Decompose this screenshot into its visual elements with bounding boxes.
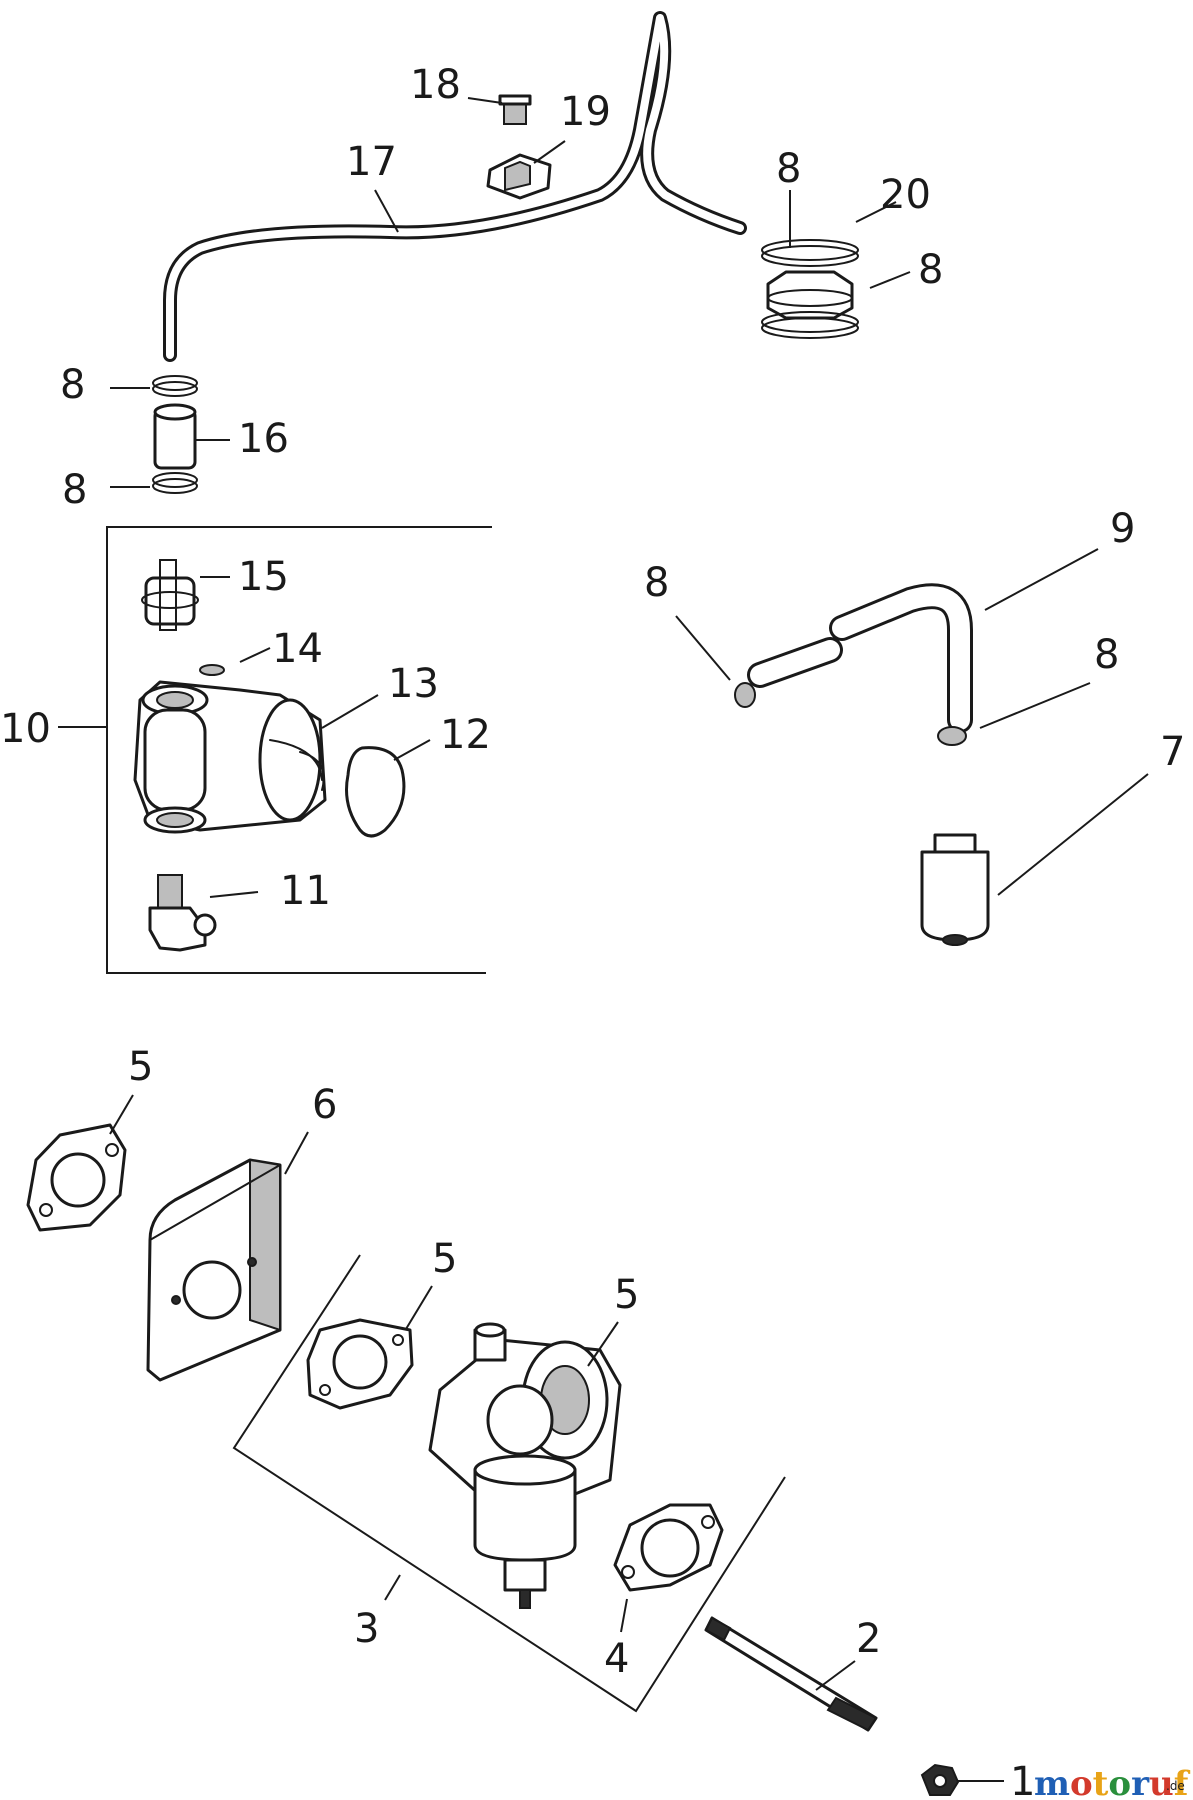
carburetor [428,1322,622,1609]
callout-8-left-lower: 8 [62,467,87,513]
clamp-8-upper [152,375,198,397]
callout-8-top-right: 8 [918,247,943,293]
callout-5-middle: 5 [432,1236,457,1282]
fuel-filter-7 [920,833,990,946]
nut-1 [920,1763,960,1796]
callout-8-left-upper: 8 [60,362,85,408]
callout-17: 17 [346,139,397,185]
fitting-18 [498,94,532,125]
valve-15 [141,559,199,631]
motoruf-logo: motoruf .de [1034,1764,1191,1800]
fuel-line-17 [163,11,747,362]
fuel-pump-13 [133,680,327,834]
sleeve-20 [761,239,859,339]
pump-group-frame [106,526,492,974]
stud-2 [704,1616,878,1732]
gasket-5-middle [306,1318,414,1410]
bracket-19 [486,153,552,200]
screw-14 [199,664,225,676]
gasket-4 [613,1503,724,1592]
callout-11: 11 [280,868,331,914]
callout-7: 7 [1160,729,1185,775]
callout-3: 3 [354,1606,379,1652]
leader-lines [58,97,1149,1782]
callout-18: 18 [410,62,461,108]
clamp-8-line9-left [734,682,756,708]
clamp-8-lower [152,472,198,494]
fuel-line-9 [747,583,973,733]
logo-suffix: .de [1166,1779,1185,1793]
callout-5-carburetor: 5 [614,1272,639,1318]
callout-14: 14 [272,626,323,672]
callout-20: 20 [880,172,931,218]
callout-8-line9-left: 8 [644,560,669,606]
callout-9: 9 [1110,506,1135,552]
callout-16: 16 [238,416,289,462]
filter-16 [153,403,197,470]
carburetor-group-frame [232,1254,786,1713]
heat-shield-6 [146,1158,282,1382]
callout-8-line9-right: 8 [1094,632,1119,678]
callout-10: 10 [0,706,51,752]
callout-15: 15 [238,554,289,600]
logo-wordmark: motoruf [1034,1764,1191,1800]
callout-2: 2 [856,1616,881,1662]
elbow-fitting-11 [148,874,217,952]
callout-12: 12 [440,712,491,758]
clamp-8-line9-right [937,726,967,746]
callout-1: 1 [1010,1759,1035,1800]
callout-5-left: 5 [128,1044,153,1090]
callout-4: 4 [604,1636,629,1682]
callout-labels: 18 19 17 8 20 8 8 16 8 15 14 13 12 10 11… [0,62,1185,1800]
callout-6: 6 [312,1082,337,1128]
gasket-12 [345,746,406,838]
callout-8-top: 8 [776,146,801,192]
gasket-5-left [26,1123,127,1232]
callout-13: 13 [388,661,439,707]
callout-19: 19 [560,89,611,135]
